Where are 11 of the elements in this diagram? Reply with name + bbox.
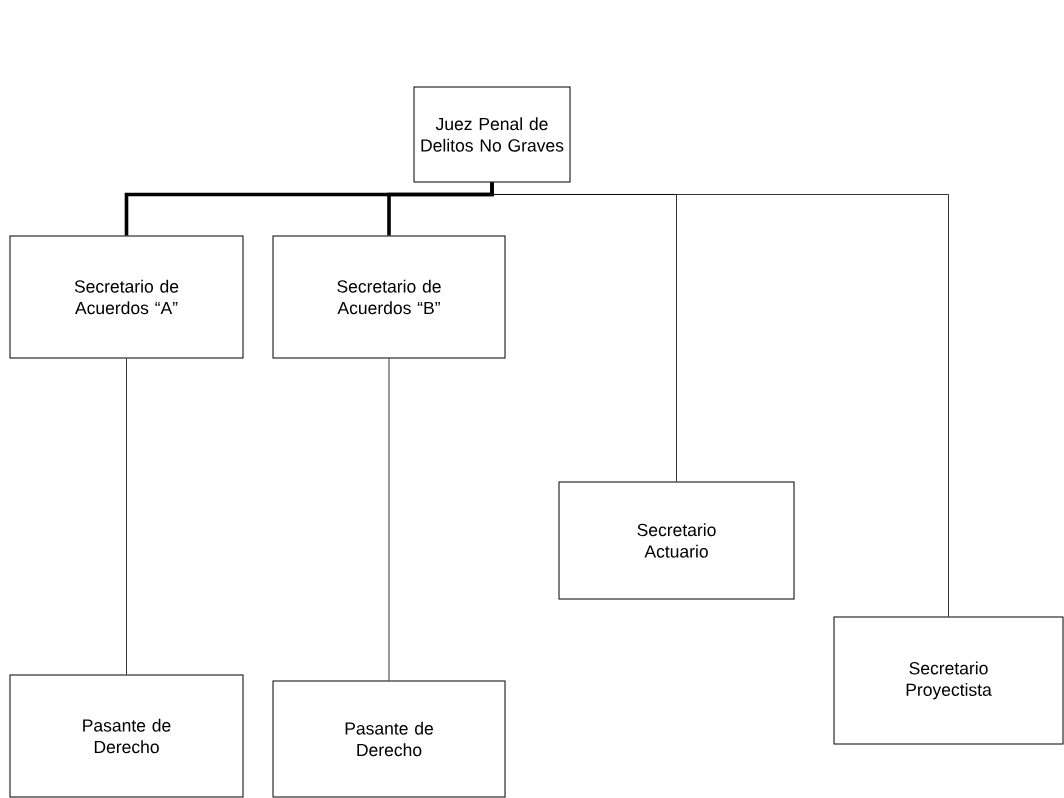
org-box: Secretario Proyectista — [833, 616, 1064, 745]
org-box: Secretario de Acuerdos “A” — [9, 235, 244, 359]
connector-line — [491, 182, 949, 617]
org-box: Pasante de Derecho — [272, 680, 506, 798]
connector-line — [387, 182, 494, 236]
connector-line — [388, 358, 390, 681]
connector-line — [126, 358, 127, 675]
org-box: Pasante de Derecho — [9, 674, 244, 798]
org-box: Juez Penal de Delitos No Graves — [413, 86, 571, 183]
org-box: Secretario de Acuerdos “B” — [272, 235, 506, 359]
org-box: Secretario Actuario — [558, 481, 795, 600]
